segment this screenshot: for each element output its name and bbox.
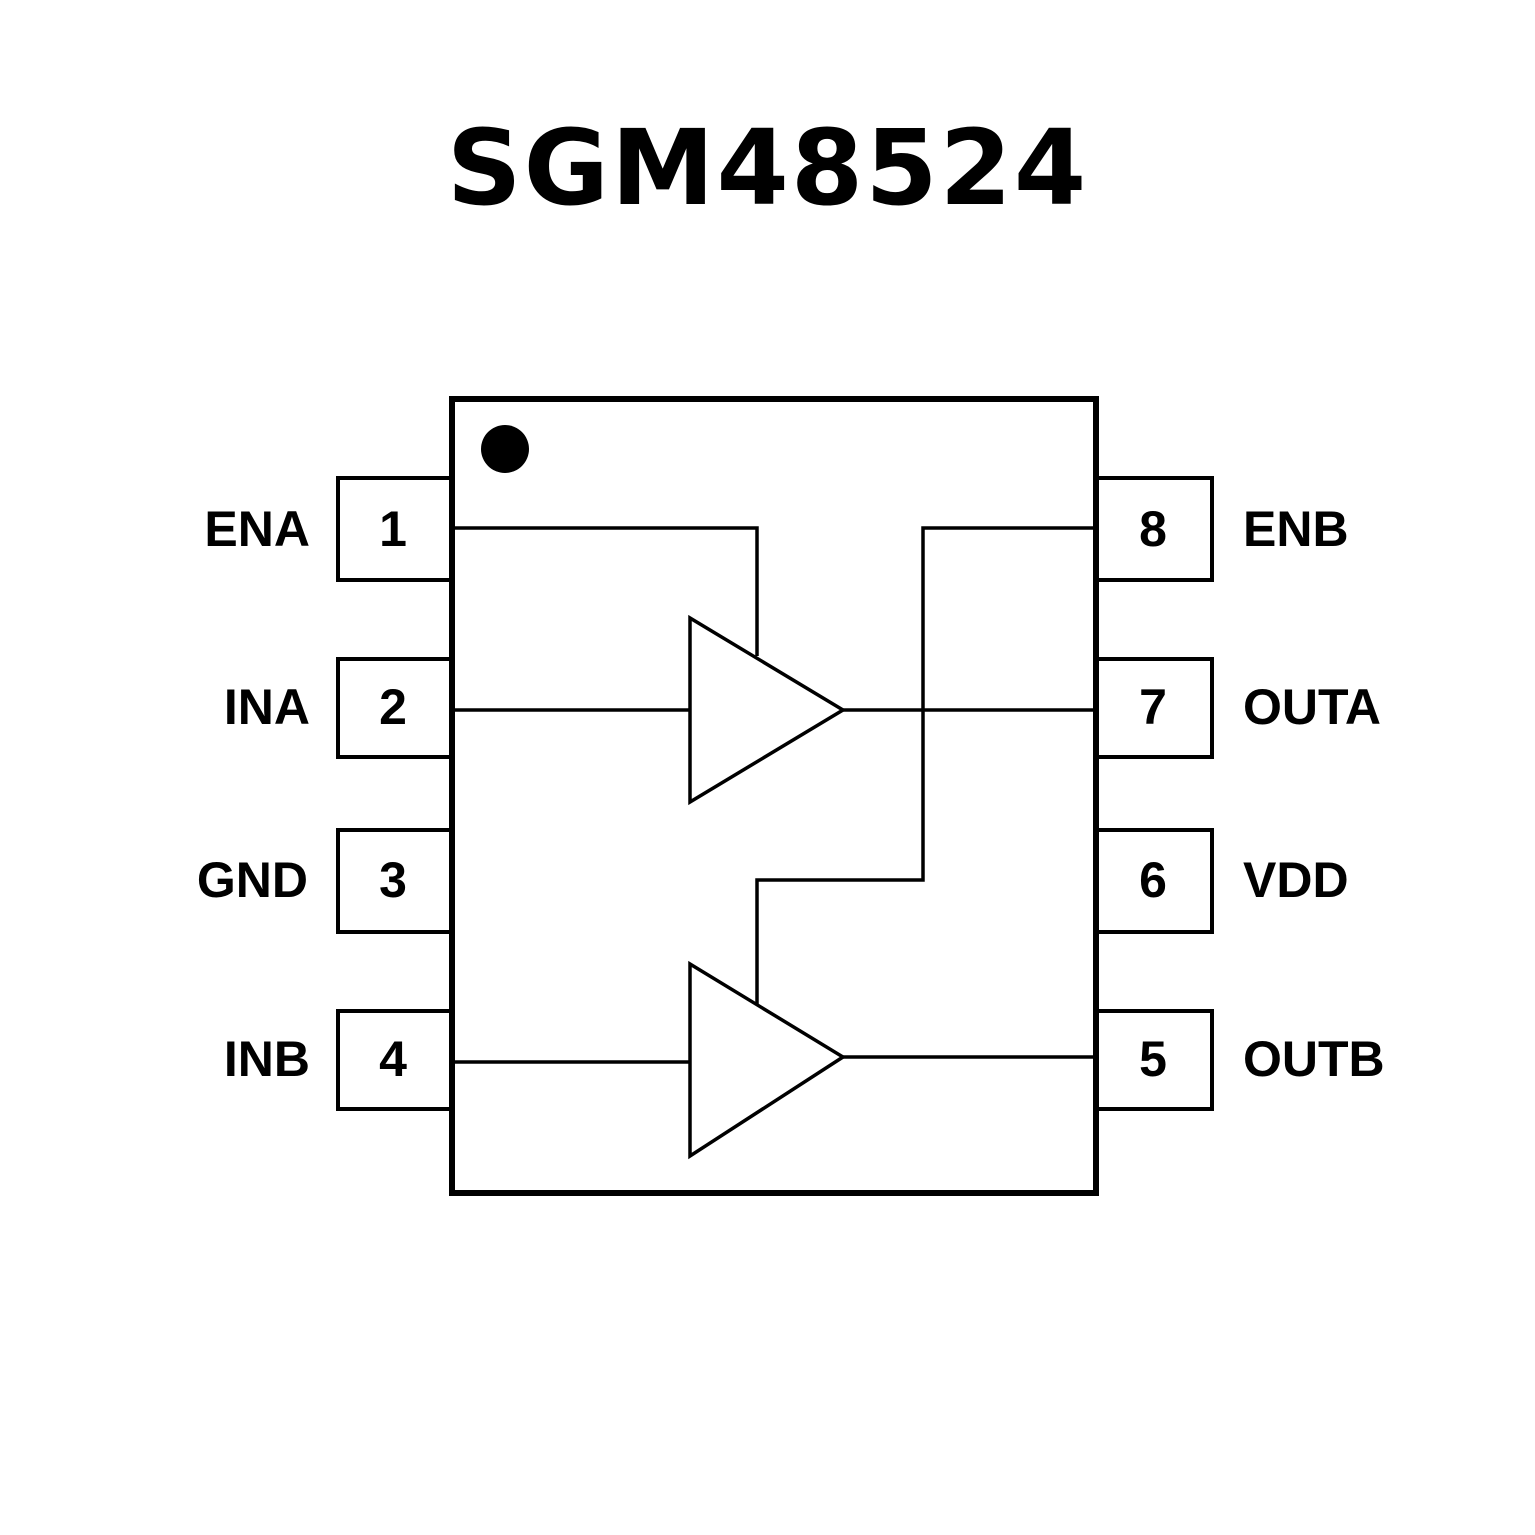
pin-1: 1 ENA	[204, 476, 454, 582]
pin-2: 2 INA	[224, 657, 454, 759]
pin-number: 1	[379, 501, 407, 557]
pin-number: 4	[379, 1031, 407, 1087]
pin-number: 8	[1139, 501, 1167, 557]
wire-enb-to-driver-b-enable	[755, 526, 1093, 1004]
pin-name: ENA	[204, 501, 310, 557]
pin-box	[1094, 828, 1214, 934]
driver-b-buffer-symbol	[688, 960, 847, 1160]
chip-title: SGM48524	[446, 107, 1089, 229]
pin-name: OUTA	[1243, 679, 1381, 735]
pin-4: 4 INB	[224, 1009, 454, 1111]
pin1-marker-dot	[481, 425, 529, 473]
pin-name: INA	[224, 679, 310, 735]
pin-7: 7 OUTA	[1094, 657, 1381, 759]
pin-6: 6 VDD	[1094, 828, 1349, 934]
pin-box	[336, 657, 454, 759]
pin-box	[336, 1009, 454, 1111]
pin-number: 7	[1139, 679, 1167, 735]
pin-number: 2	[379, 679, 407, 735]
pin-8: 8 ENB	[1094, 476, 1349, 582]
pin-name: ENB	[1243, 501, 1349, 557]
pin-box	[336, 828, 454, 934]
pin-name: GND	[197, 852, 308, 908]
pin-number: 3	[379, 852, 407, 908]
wire-ena-to-driver-a-enable	[455, 526, 759, 656]
pin-box	[1094, 476, 1214, 582]
pin-3: 3 GND	[197, 828, 454, 934]
pin-name: INB	[224, 1031, 310, 1087]
pin-number: 5	[1139, 1031, 1167, 1087]
chip-body	[449, 396, 1099, 1196]
driver-a-buffer-symbol	[688, 614, 847, 806]
pin-5: 5 OUTB	[1094, 1009, 1385, 1111]
pin-number: 6	[1139, 852, 1167, 908]
pin-name: VDD	[1243, 852, 1349, 908]
pin-box	[336, 476, 454, 582]
pin-box	[1094, 657, 1214, 759]
pin-name: OUTB	[1243, 1031, 1385, 1087]
